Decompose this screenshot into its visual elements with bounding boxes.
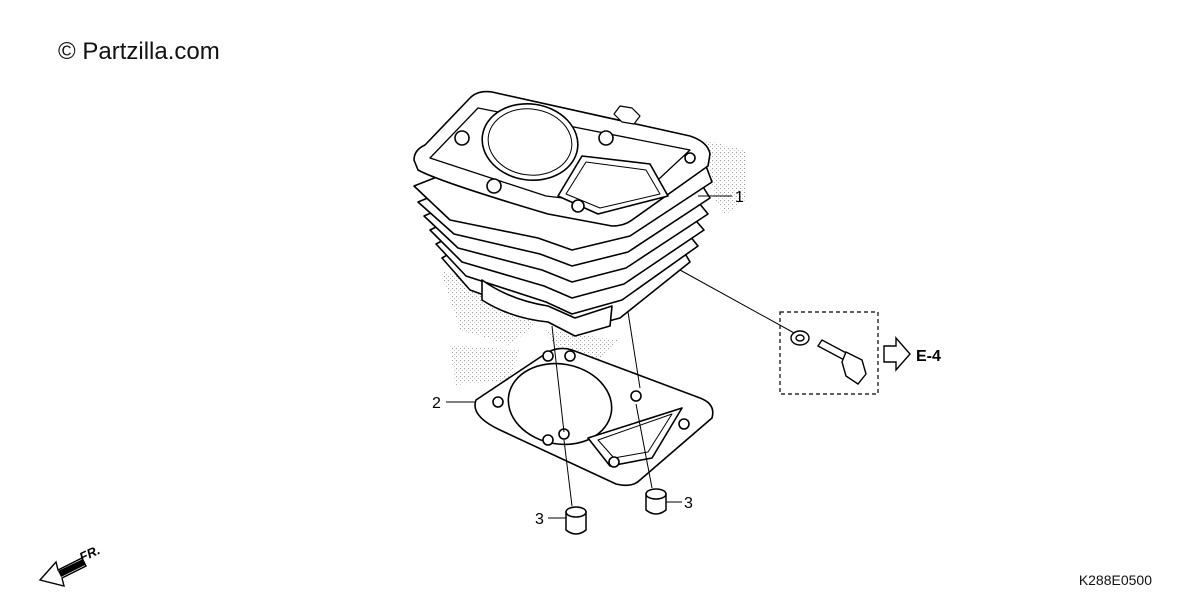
bolt-part[interactable] [816,339,867,385]
callout-number: 1 [735,189,744,206]
reference-box [779,311,879,395]
callout-number: 2 [432,395,441,412]
cylinder-part[interactable] [413,90,713,337]
washer-part[interactable] [790,330,810,346]
front-direction-label: FR. [77,542,102,564]
gasket-part[interactable] [474,347,714,487]
dowel-pin-right[interactable] [645,488,667,515]
callout-number: 3 [684,495,693,512]
reference-arrow [883,336,911,372]
callout-number: 3 [535,511,544,528]
reference-label: E-4 [916,348,941,365]
assembly-lines [551,269,797,507]
diagram-code: K288E0500 [1078,572,1152,588]
front-direction-arrow [38,557,87,587]
partzilla-watermark: © Partzilla.com [58,38,220,65]
callout-leaders [446,195,732,519]
dowel-pin-left[interactable] [565,506,587,535]
